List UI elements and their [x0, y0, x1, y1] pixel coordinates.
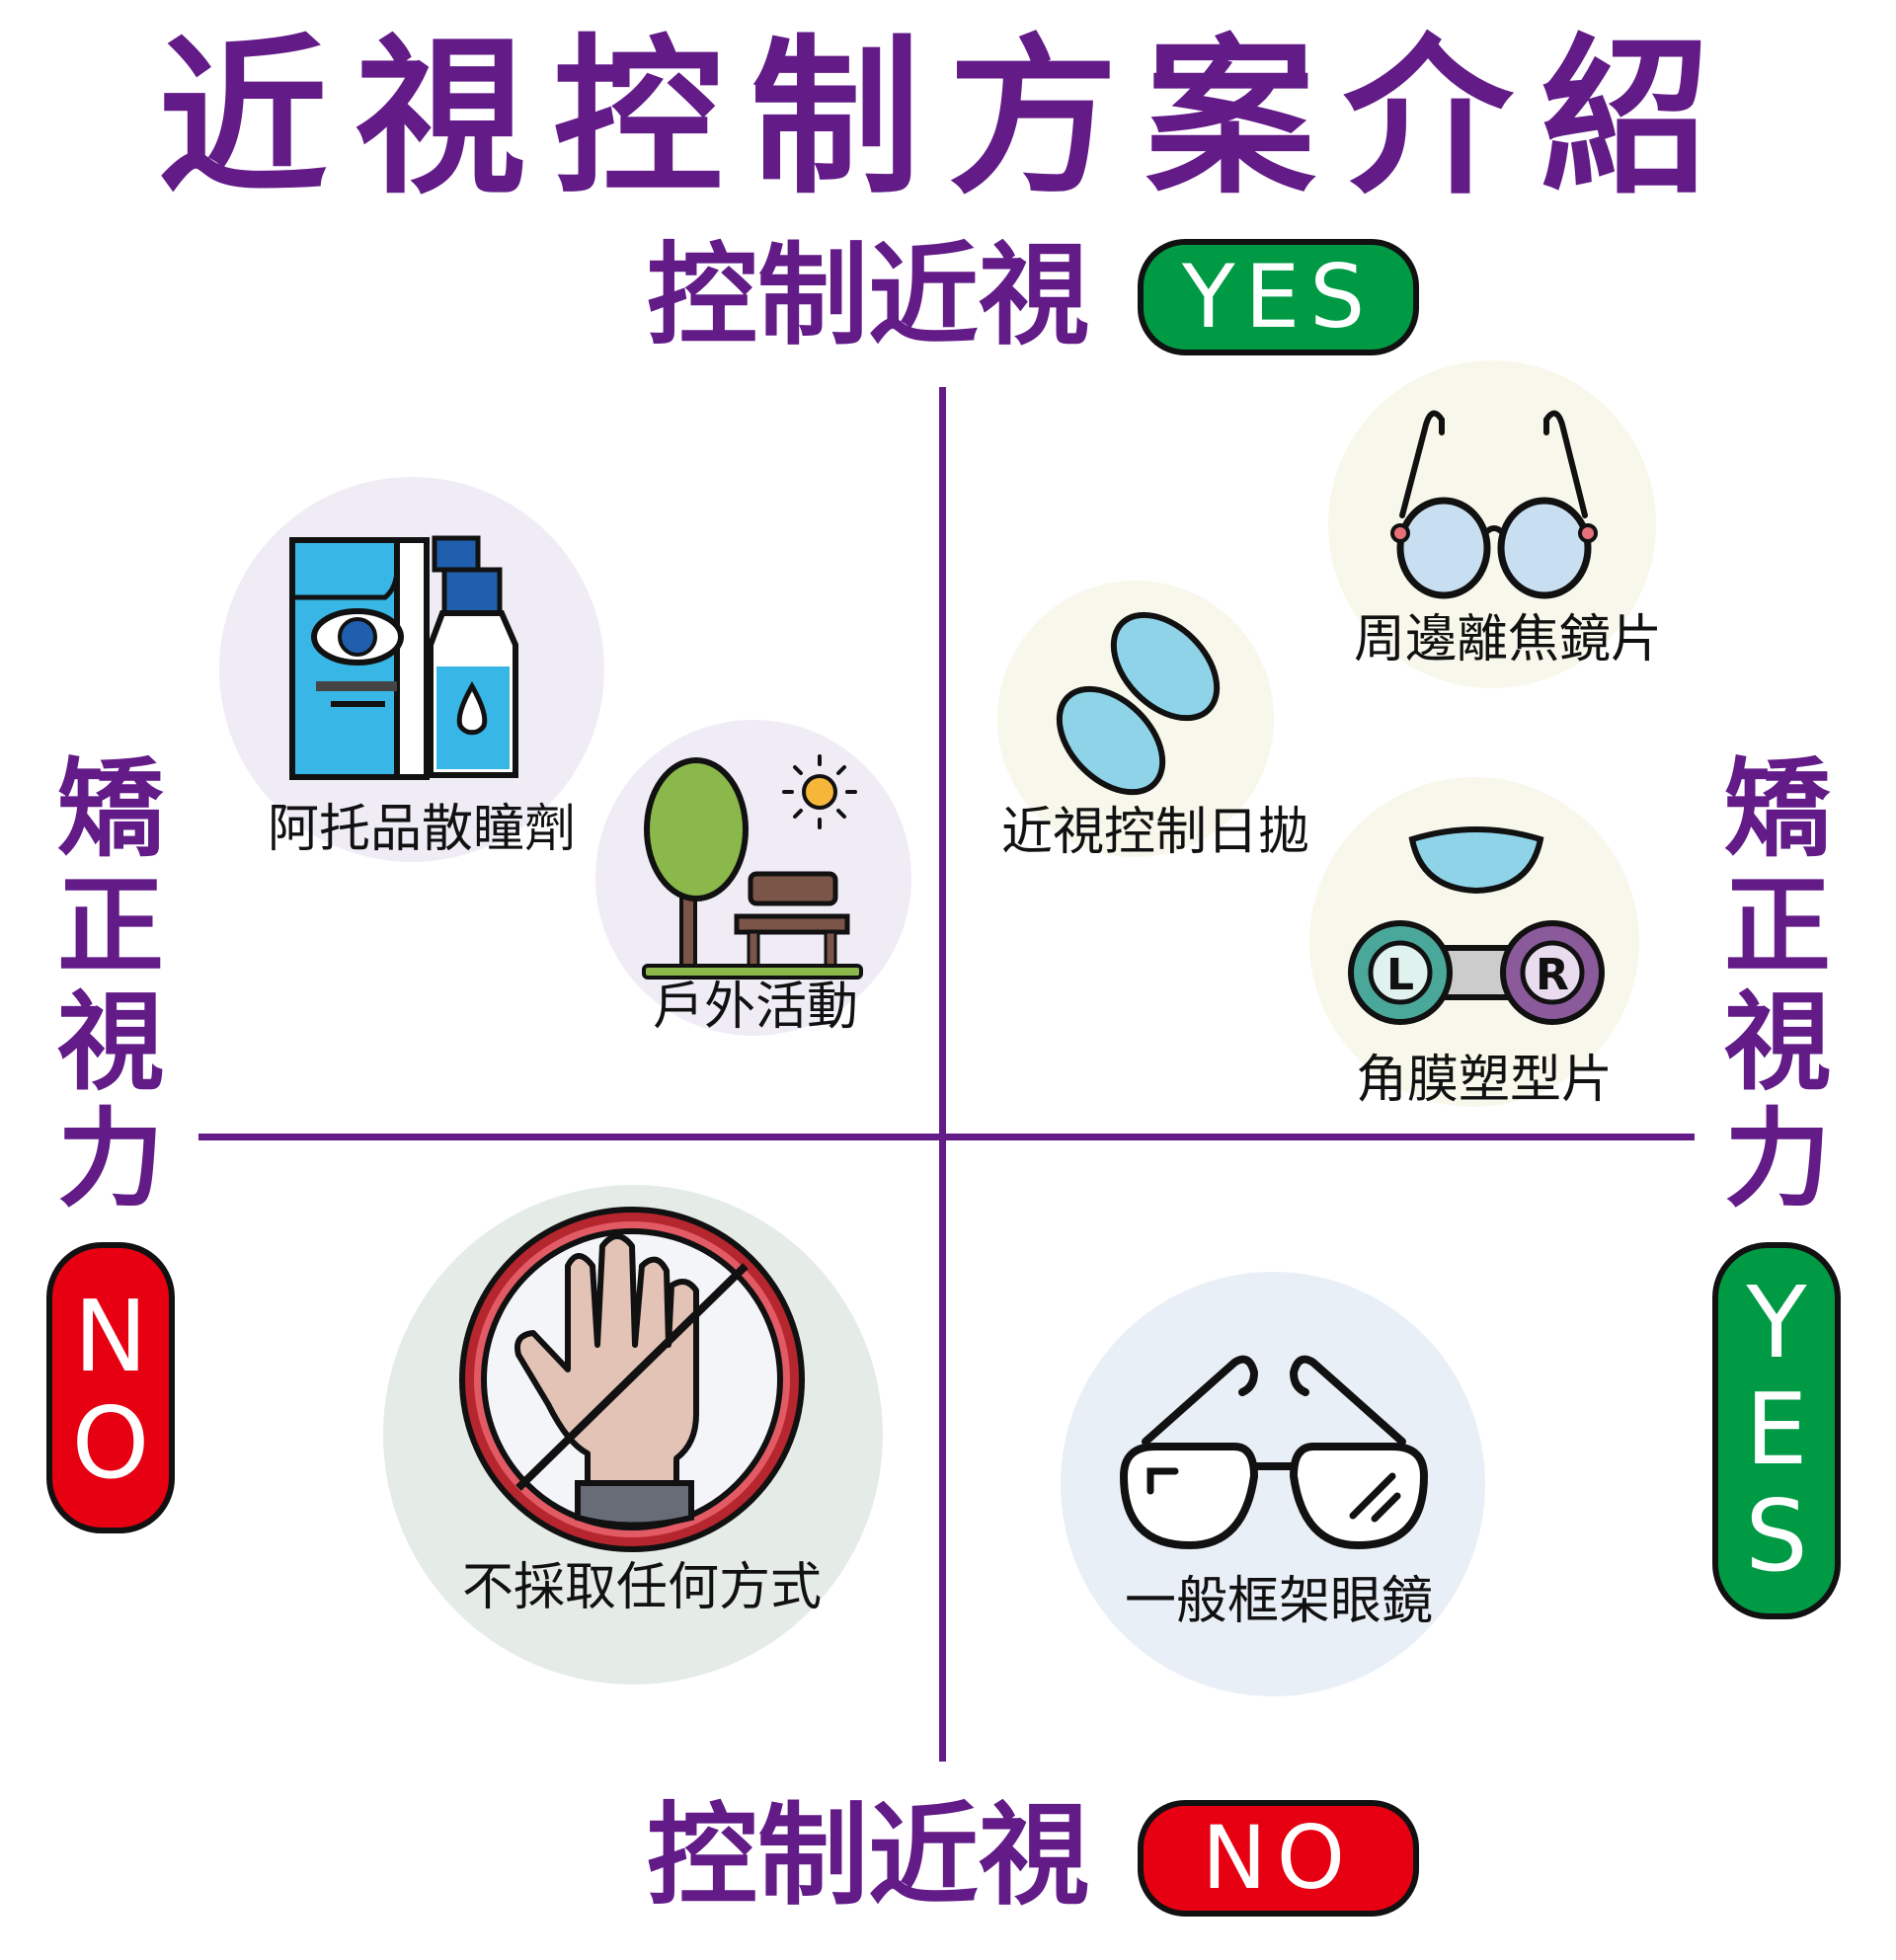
left-axis-char: 矯: [56, 748, 164, 872]
daily-lens-label: 近視控制日拋: [1000, 803, 1310, 862]
badge-char: E: [1745, 1372, 1808, 1487]
case-left-label: L: [1386, 950, 1414, 1000]
right-axis-char: 矯: [1723, 748, 1831, 872]
right-axis-char: 視: [1723, 981, 1831, 1105]
left-no-badge: N O: [46, 1242, 175, 1533]
park-tree-icon: [642, 754, 863, 980]
right-axis-char: 力: [1723, 1098, 1831, 1221]
right-axis-label: 矯 正 視 力: [1718, 752, 1837, 1218]
glasses-icon: [1119, 1355, 1429, 1550]
eye-drops-icon: [289, 535, 518, 780]
atropine-label: 阿托品散瞳劑: [267, 800, 577, 859]
bottom-axis-label: 控制近視: [647, 1792, 1089, 1921]
right-yes-badge: Y E S: [1712, 1242, 1841, 1619]
none-label: 不採取任何方式: [461, 1558, 823, 1617]
top-yes-badge: YES: [1138, 239, 1419, 355]
contact-lens-icon: [1056, 611, 1221, 796]
page-title: 近視控制方案介紹: [158, 19, 1738, 217]
right-axis-char: 正: [1723, 865, 1831, 988]
peripheral-label: 周邊離焦鏡片: [1353, 610, 1663, 669]
case-right-label: R: [1536, 950, 1569, 1000]
outdoor-label: 戶外活動: [652, 978, 859, 1037]
left-axis-label: 矯 正 視 力: [51, 752, 170, 1218]
round-glasses-icon: [1390, 410, 1598, 599]
ortho-k-label: 角膜塑型片: [1355, 1051, 1614, 1110]
badge-char: S: [1745, 1478, 1808, 1594]
bottom-no-badge: NO: [1138, 1800, 1419, 1917]
ortho-k-case-icon: L R: [1348, 826, 1605, 1025]
peripheral-bubble: [1328, 360, 1656, 688]
no-hand-icon: [459, 1207, 805, 1552]
badge-char: Y: [1746, 1265, 1807, 1380]
badge-char: O: [71, 1385, 150, 1501]
top-axis-label: 控制近視: [647, 232, 1089, 360]
left-axis-char: 正: [56, 865, 164, 988]
badge-char: N: [73, 1279, 148, 1394]
glasses-label: 一般框架眼鏡: [1124, 1572, 1434, 1631]
left-axis-char: 視: [56, 981, 164, 1105]
horizontal-axis-line: [198, 1134, 1695, 1140]
left-axis-char: 力: [56, 1098, 164, 1221]
vertical-axis-line: [939, 387, 946, 1762]
